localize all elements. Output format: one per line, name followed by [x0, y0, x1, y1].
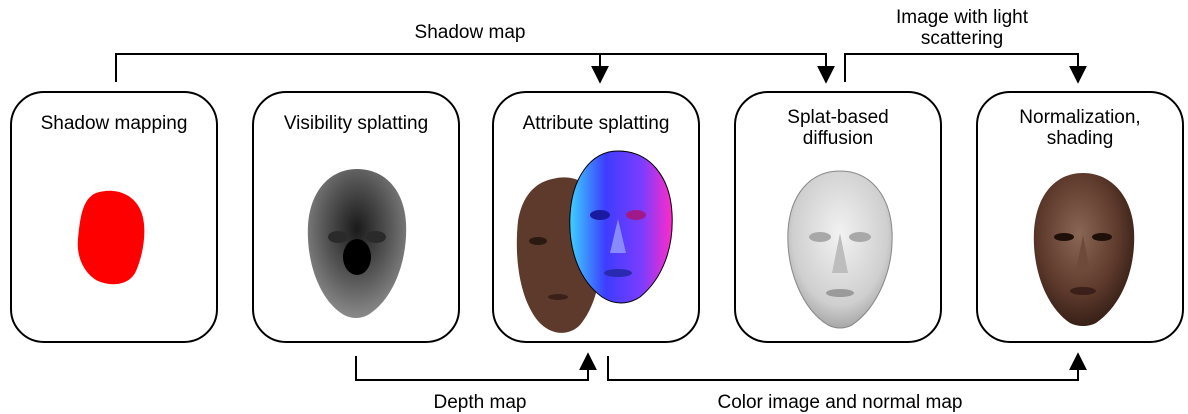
diffusion-face-image: [787, 170, 893, 329]
depth-map-label: Depth map: [433, 392, 527, 413]
shaded-face-image: [1033, 173, 1135, 326]
color-normal-label: Color image and normal map: [717, 392, 963, 413]
stage-visibility-splatting: Visibility splatting: [252, 91, 460, 343]
color-face-image: [516, 150, 673, 333]
stage-title: Splat-based diffusion: [787, 107, 889, 149]
stage-title: Normalization, shading: [1019, 107, 1141, 149]
shadow-map-label: Shadow map: [414, 22, 526, 43]
stage-title: Attribute splatting: [522, 113, 670, 134]
stage-splat-based-diffusion: Splat-based diffusion: [734, 91, 942, 343]
depth-map-arrow: [355, 352, 597, 381]
stage-normalization-shading: Normalization, shading: [976, 91, 1184, 343]
stage-shadow-mapping: Shadow mapping: [10, 91, 218, 343]
shadow-blob-image: [77, 190, 145, 285]
light-scattering-arrow: [844, 53, 1087, 84]
light-scattering-label: Image with light scattering: [895, 7, 1028, 49]
color-normal-arrow: [607, 352, 1087, 381]
depth-face-image: [307, 169, 407, 318]
shadow-map-arrow: [115, 53, 827, 82]
stage-title: Visibility splatting: [283, 113, 429, 134]
stage-attribute-splatting: Attribute splatting: [492, 91, 700, 343]
stage-title: Shadow mapping: [40, 113, 188, 134]
